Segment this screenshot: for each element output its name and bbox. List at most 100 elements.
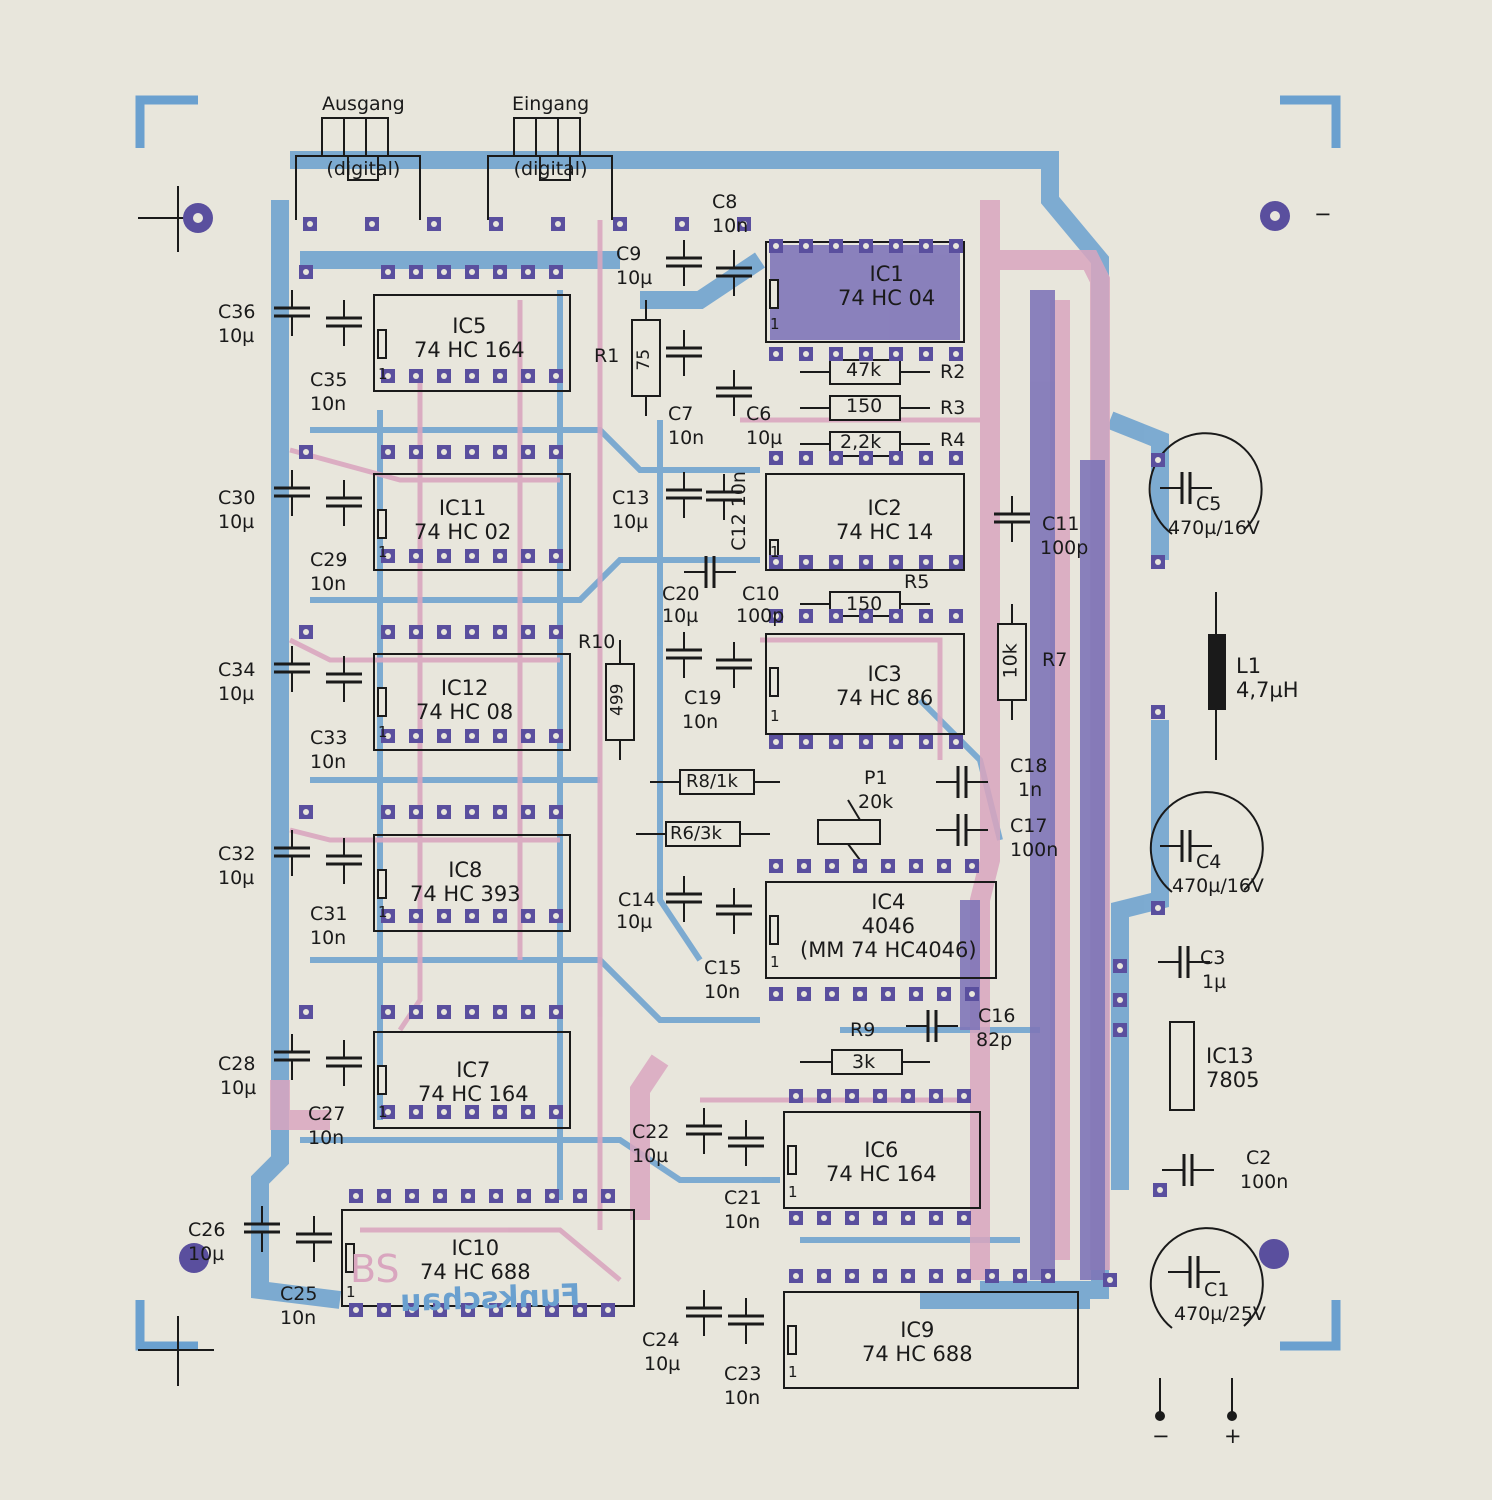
input-connector-label: Eingang (digital) [512, 50, 589, 203]
capacitor-value: 100n [1240, 1171, 1289, 1193]
capacitor-symbol [936, 814, 988, 846]
capacitor-value: 10n [280, 1307, 317, 1329]
pad-hole [953, 739, 959, 745]
capacitor-symbol [326, 480, 362, 526]
pad-hole [413, 449, 419, 455]
capacitor-value: 10µ [616, 911, 653, 933]
pad-hole [801, 863, 807, 869]
pad-hole [793, 1273, 799, 1279]
capacitor-ref: C36 [218, 301, 256, 323]
pin1-marker: 1 [378, 1103, 388, 1121]
pad-hole [465, 1307, 471, 1313]
capacitor-symbol [326, 838, 362, 884]
capacitor-ref: C27 [308, 1103, 346, 1125]
pad-hole [553, 1009, 559, 1015]
crosshair-marks [138, 186, 214, 1386]
capacitor-value: 10µ [644, 1353, 681, 1375]
ic-type: 74 HC 04 [838, 286, 936, 311]
pin1-marker: 1 [788, 1183, 798, 1201]
capacitor-ref: C28 [218, 1053, 256, 1075]
watermark-funkschau: Funkschau [399, 1277, 581, 1320]
pad-hole [553, 629, 559, 635]
capacitor-ref: C35 [310, 369, 348, 391]
capacitor-symbol [296, 1216, 332, 1262]
pad-hole [857, 991, 863, 997]
pad-hole [553, 449, 559, 455]
mounting-holes [179, 201, 1290, 1273]
pad-hole [385, 553, 391, 559]
capacitor-ref: C25 [280, 1283, 318, 1305]
pad-hole [525, 1109, 531, 1115]
capacitor-value: 10µ [662, 605, 699, 627]
ic-type: 74 HC 164 [418, 1082, 529, 1107]
pad-hole [437, 1193, 443, 1199]
ic-ref: IC2 [867, 496, 902, 520]
blue-copper-layer [251, 151, 1169, 1309]
pad-hole [833, 613, 839, 619]
capacitor-ref: C7 [668, 403, 694, 425]
pad-hole [989, 1273, 995, 1279]
pad-hole [821, 1215, 827, 1221]
capacitor-value: 10µ [616, 267, 653, 289]
pad-hole [553, 553, 559, 559]
capacitor-value: 10n [308, 1127, 345, 1149]
ic-ref: IC12 [440, 676, 489, 700]
capacitor-value: 470µ/16V [1168, 517, 1260, 539]
capacitor-symbol [716, 888, 752, 934]
capacitor-ref: C6 [746, 403, 772, 425]
pad-hole [863, 455, 869, 461]
ic-type: 74 HC 02 [414, 520, 512, 545]
pad-hole [829, 863, 835, 869]
pad-hole [933, 1273, 939, 1279]
ic-type: 74 HC 688 [420, 1260, 531, 1285]
pad-hole [1017, 1273, 1023, 1279]
ic-ref: IC6 [864, 1138, 899, 1162]
pad-hole [849, 1093, 855, 1099]
pad-hole [833, 739, 839, 745]
pad-hole [381, 1193, 387, 1199]
capacitor-symbols [244, 240, 1220, 1344]
pad-hole [1045, 1273, 1051, 1279]
resistor-ref: R2 [940, 361, 966, 383]
capacitor-ref: C31 [310, 903, 348, 925]
pin1-marker: 1 [770, 315, 780, 333]
resistor-ref: R7 [1042, 649, 1068, 671]
connector-output [295, 117, 421, 220]
pad-hole [821, 1273, 827, 1279]
ic-type: 74 HC 08 [416, 700, 514, 725]
capacitor-symbol [274, 290, 310, 336]
pad-hole [413, 913, 419, 919]
pad-hole [905, 1273, 911, 1279]
capacitor-ref: C30 [218, 487, 256, 509]
capacitor-value: 10µ [220, 1077, 257, 1099]
red-copper-layer [270, 200, 1110, 1280]
pad-hole [409, 1307, 415, 1313]
pad-hole [369, 221, 375, 227]
pad-hole [497, 269, 503, 275]
pad-hole [413, 809, 419, 815]
ic-type: 74 HC 393 [410, 882, 521, 907]
pad-hole [923, 243, 929, 249]
ic-type: 74 HC 86 [836, 686, 934, 711]
capacitor-ref: C11 [1042, 513, 1080, 535]
pad-hole [553, 733, 559, 739]
pad-hole [773, 613, 779, 619]
registration-marks [135, 95, 1341, 1351]
pad-hole [303, 269, 309, 275]
pad-hole [905, 1215, 911, 1221]
pad-hole [493, 1193, 499, 1199]
resistor-ref: R9 [850, 1019, 876, 1041]
pad-hole [863, 351, 869, 357]
ic-ref: IC10 [451, 1236, 500, 1260]
inductor-ref: L1 [1236, 654, 1262, 678]
capacitor-ref: C15 [704, 957, 742, 979]
inductor-value: 4,7µH [1236, 678, 1299, 702]
pad-hole [385, 629, 391, 635]
pad-hole [497, 809, 503, 815]
